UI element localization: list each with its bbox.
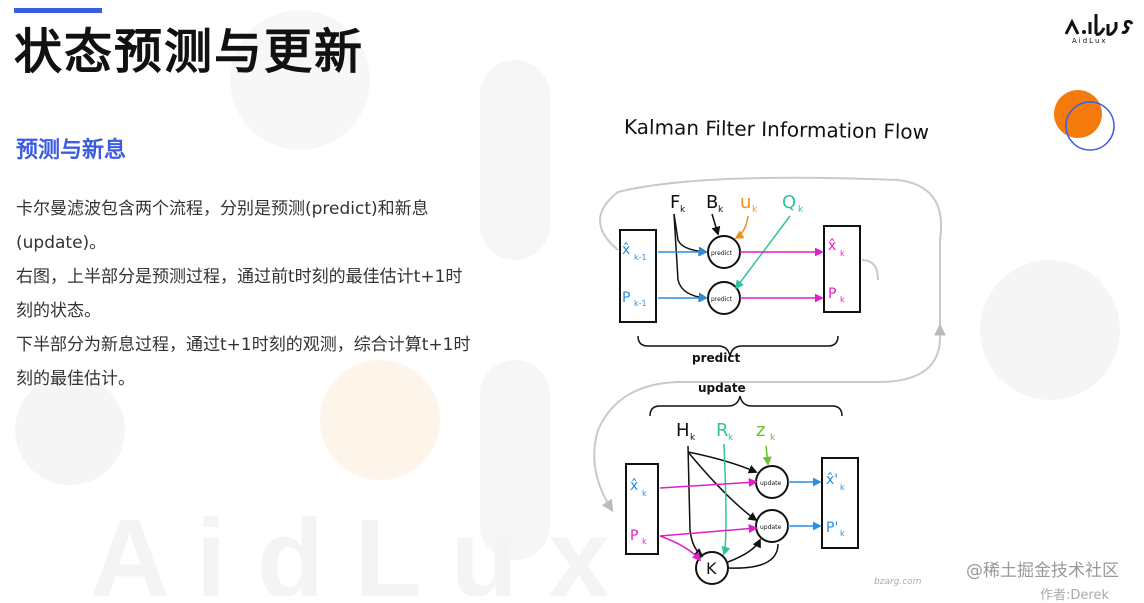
svg-text:k-1: k-1: [634, 299, 647, 308]
svg-text:update: update: [760, 480, 781, 487]
svg-text:k: k: [728, 433, 734, 443]
label-f: F: [670, 192, 680, 213]
svg-text:k: k: [798, 205, 804, 215]
paragraph: 右图，上半部分是预测过程，通过前t时刻的最佳估计t+1时刻的状态。: [16, 267, 463, 321]
decorative-circles: [1054, 90, 1115, 151]
svg-text:k-1: k-1: [634, 253, 647, 262]
state-box-predicted: [823, 225, 861, 313]
watermark-author: 作者:Derek: [1040, 588, 1109, 603]
figure-credit: bzarg.com: [874, 577, 922, 587]
svg-text:k: k: [840, 295, 845, 304]
svg-text:k: k: [840, 249, 845, 258]
svg-text:x̂: x̂: [630, 478, 638, 494]
svg-text:P: P: [630, 528, 638, 544]
slide-title: 状态预测与更新: [14, 24, 365, 80]
svg-text:x̂: x̂: [622, 242, 630, 258]
svg-text:k: k: [680, 205, 686, 215]
paragraph: 下半部分为新息过程，通过t+1时刻的观测，综合计算t+1时刻的最佳估计。: [16, 335, 471, 389]
svg-text:k: k: [690, 433, 696, 443]
figure-title: Kalman Filter Information Flow: [624, 115, 929, 144]
svg-text:P: P: [622, 290, 630, 306]
label-u: u: [740, 192, 751, 213]
svg-text:K: K: [706, 559, 717, 578]
slide-subtitle: 预测与新息: [16, 138, 127, 163]
svg-text:k: k: [752, 205, 758, 215]
svg-text:A i d L u x: A i d L u x: [90, 497, 610, 596]
svg-text:update: update: [760, 524, 781, 531]
predict-label: predict: [692, 351, 740, 365]
svg-text:x̂': x̂': [826, 472, 838, 488]
svg-text:P': P': [826, 520, 838, 536]
logo-text: AidLux: [1072, 37, 1108, 45]
paragraph: 卡尔曼滤波包含两个流程，分别是预测(predict)和新息(update)。: [16, 199, 429, 253]
svg-text:k: k: [642, 489, 647, 498]
svg-text:x̂: x̂: [828, 238, 836, 254]
label-z: z: [756, 420, 765, 441]
state-box-predicted-lower: [625, 463, 659, 555]
aidlux-logo: [1064, 14, 1134, 36]
watermark-site: @稀土掘金技术社区: [966, 561, 1119, 581]
svg-text:P: P: [828, 286, 836, 302]
state-box-prev: [619, 229, 657, 323]
svg-text:k: k: [840, 483, 845, 492]
label-h: H: [676, 420, 690, 441]
svg-text:predict: predict: [711, 250, 733, 257]
label-q: Q: [782, 192, 796, 213]
svg-text:predict: predict: [711, 296, 733, 303]
update-label: update: [698, 381, 746, 395]
label-b: B: [706, 192, 718, 213]
svg-text:k: k: [718, 205, 724, 215]
accent-bar: [14, 8, 102, 13]
body-text: 卡尔曼滤波包含两个流程，分别是预测(predict)和新息(update)。 右…: [16, 192, 476, 396]
svg-text:k: k: [840, 529, 845, 538]
state-box-updated: [821, 457, 859, 549]
label-r: R: [716, 420, 729, 441]
svg-text:k: k: [770, 433, 776, 443]
svg-text:k: k: [642, 537, 647, 546]
